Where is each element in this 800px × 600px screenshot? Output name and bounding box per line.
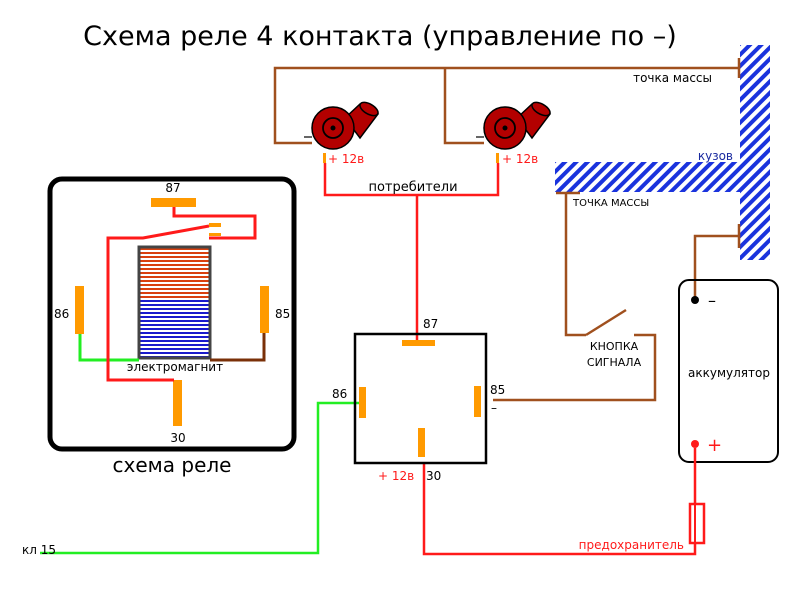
consumers-label: потребители (368, 180, 457, 195)
schematic-pin-30 (173, 380, 182, 426)
consumer-power-wires (323, 163, 500, 340)
relay-label-87: 87 (423, 317, 438, 331)
button-wires (493, 191, 741, 402)
relay-label-85-sign: – (491, 401, 497, 415)
relay-label-30: 30 (426, 469, 441, 483)
battery-label: аккумулятор (688, 366, 770, 380)
relay-pin-30 (418, 428, 425, 457)
button-label-line2: СИГНАЛА (587, 356, 642, 369)
relay-label-85: 85 (490, 383, 505, 397)
schematic-pin-86 (75, 286, 84, 334)
schematic-label-85: 85 (275, 307, 290, 321)
ground-point-middle-label: ТОЧКА МАССЫ (572, 198, 649, 209)
schematic-label-87: 87 (165, 181, 180, 195)
horn-left-voltage: + 12в (328, 152, 364, 166)
body-label: кузов (698, 149, 733, 163)
battery-minus-terminal (691, 296, 699, 304)
schematic-label-30: 30 (170, 431, 185, 445)
diagram-title: Схема реле 4 контакта (управление по –) (83, 21, 677, 52)
battery-plus-sign: + (707, 435, 722, 456)
relay-label-30-voltage: + 12в (378, 469, 414, 483)
relay-pin-85 (474, 386, 481, 417)
schematic-pin-85 (260, 286, 269, 333)
horn-left (304, 101, 380, 163)
electromagnet-label: электромагнит (127, 360, 223, 374)
ignition-label: кл 15 (22, 543, 56, 557)
fuse (688, 502, 706, 545)
battery-plus-terminal (691, 440, 699, 448)
horn-right-voltage: + 12в (502, 152, 538, 166)
horn-ground-wires (273, 58, 741, 145)
schematic-pin-87 (151, 198, 196, 207)
battery-minus-sign: – (708, 291, 716, 310)
car-body-horizontal (555, 162, 770, 192)
battery (678, 279, 779, 463)
relay (353, 332, 488, 465)
relay-pin-86 (359, 387, 366, 418)
schematic-caption: схема реле (113, 453, 232, 477)
ground-point-top-label: точка массы (633, 71, 712, 85)
ignition-wire (40, 401, 360, 555)
button-label-line1: КНОПКА (590, 340, 639, 353)
relay-label-86: 86 (332, 387, 347, 401)
coil-lower (139, 300, 210, 358)
horn-right (476, 101, 552, 163)
car-body-vertical (740, 45, 770, 260)
relay-pin-87 (402, 340, 435, 346)
coil-upper (139, 247, 210, 300)
relay-schematic (47, 176, 297, 452)
fuse-label: предохранитель (579, 538, 684, 552)
main-power-wire (422, 448, 697, 556)
schematic-label-86: 86 (54, 307, 69, 321)
electromagnet (137, 245, 212, 360)
